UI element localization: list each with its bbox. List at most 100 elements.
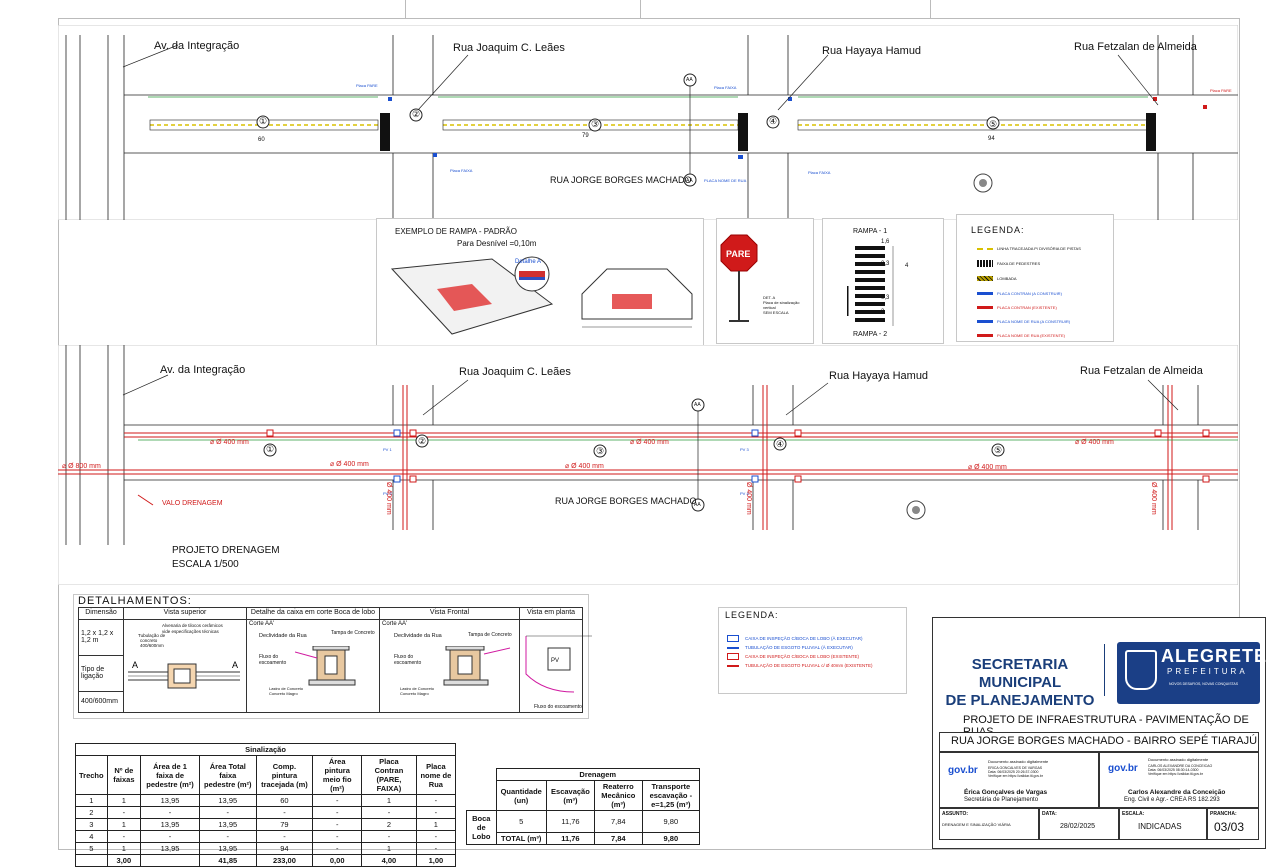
crosswalk-dim: 0,3 (881, 261, 890, 267)
legend-list: LINHA TRACEJADA P/ DIVISÓRIA DE PISTAS F… (977, 241, 1081, 342)
det-header: Vista Frontal (379, 607, 520, 620)
dim-value: 1,2 x 1,2 x 1,2 m (78, 619, 124, 656)
govbr-logo: gov.br (948, 765, 978, 776)
street-label: Rua Hayaya Hamud (829, 370, 929, 382)
detalhamentos-table: Dimensão Vista superior Detalhe da caixa… (78, 607, 592, 714)
rampa-subtitle: Para Desnível =0,10m (457, 239, 537, 248)
planta-drawing (525, 635, 592, 693)
vs-note: concreto (140, 638, 158, 643)
trecho-label: ① (266, 444, 275, 454)
legend-item: PLACA CONTRAN (EXISTENTE) (977, 300, 1081, 314)
section-marker: AA (694, 502, 701, 508)
pv-label: PV 3 (740, 447, 749, 452)
slogan: NOVOS DESAFIOS, NOVAS CONQUISTAS (1169, 682, 1239, 686)
data-cell: DATA: 28/02/2025 (1039, 808, 1119, 840)
drn-header: Transporte escavação - e=1,25 (m³) (641, 780, 701, 811)
legend-item: CAIXA DE INSPEÇÃO C/BOCA DE LOBO (À EXEC… (727, 634, 873, 643)
sinalizacao-title: Sinalização (75, 743, 456, 756)
sign-red-icon (977, 305, 993, 309)
declividade-label: Declividade da Rua (394, 633, 442, 639)
crosswalk-dim: 3 (881, 309, 885, 315)
table-row: 4------- (75, 830, 457, 843)
project-scale: ESCALA 1/500 (172, 559, 239, 570)
title-block: SECRETARIA MUNICIPAL DE PLANEJAMENTO ALE… (932, 617, 1266, 849)
signature-2: gov.br Documento assinado digitalmente C… (1099, 752, 1259, 808)
corte-drawing (295, 646, 356, 686)
det-header: Vista em planta (519, 607, 583, 620)
rampa-2-label: RAMPA - 2 (853, 331, 888, 338)
pare-sign-panel: PARE DET. A Placa de sinalização vertica… (716, 218, 814, 344)
sig-header: Nº de faixas (106, 755, 142, 795)
street-title: RUA JORGE BORGES MACHADO - BAIRRO SEPÉ T… (951, 735, 1258, 747)
drn-header: Reaterro Mecânico (m³) (593, 780, 643, 811)
pipe-label-vertical: Ø 400 mm (745, 482, 752, 515)
legend-signalization: LEGENDA: LINHA TRACEJADA P/ DIVISÓRIA DE… (956, 214, 1114, 342)
det-header: Dimensão (78, 607, 124, 620)
caixa-blue-icon (727, 635, 739, 642)
sig1-name: Érica Gonçalves de Vargas (964, 789, 1048, 796)
det-header: Detalhe da caixa em corte Boca de lobo (246, 607, 380, 620)
legend-item: CAIXA DE INSPEÇÃO C/BOCA DE LOBO (EXISTE… (727, 652, 873, 661)
legend-title: LEGENDA: (725, 610, 779, 620)
sig2-name: Carlos Alexandre da Conceição (1128, 789, 1226, 796)
tipo-value: 400/600mm (78, 690, 124, 714)
trecho-label: ② (412, 109, 421, 119)
rampa-1-label: RAMPA - 1 (853, 228, 888, 235)
sig1-block: ERICA GONCALVES DE VARGAS Data: 06/03/20… (988, 766, 1043, 778)
pipe-label: ⌀ Ø 800 mm (62, 463, 101, 470)
legend-item: LOMBADA (977, 271, 1081, 286)
street-sign-blue-icon (977, 319, 993, 323)
legend-drainage: LEGENDA: CAIXA DE INSPEÇÃO C/BOCA DE LOB… (718, 607, 907, 694)
pipe-red-icon (727, 664, 739, 667)
pipe-label: ⌀ Ø 400 mm (210, 439, 249, 446)
crosswalk-drawing (847, 246, 894, 326)
signature-1: gov.br Documento assinado digitalmente E… (939, 752, 1099, 808)
detalhamentos-panel: DETALHAMENTOS: Dimensão Vista superior D… (73, 594, 592, 719)
detalhamentos-title: DETALHAMENTOS: (78, 595, 192, 607)
pipe-label-vertical: Ø 400 mm (1150, 482, 1157, 515)
drenagem-table: Drenagem Quantidade (un) Escavação (m³) … (466, 768, 701, 845)
sign-label: Placa FAIXA (808, 170, 831, 175)
svg-text:A: A (132, 660, 138, 670)
plan-drainage (58, 345, 1238, 585)
doc-signed-label: Documento assinado digitalmente (1148, 757, 1209, 762)
trecho-label: ② (418, 436, 427, 446)
section-marker: AA (686, 77, 693, 83)
fluxo-label: Fluxo do escoamento (394, 654, 422, 666)
sig-header: Área de 1 faixa de pedestre (m²) (140, 755, 200, 795)
legend-item: LINHA TRACEJADA P/ DIVISÓRIA DE PISTAS (977, 241, 1081, 256)
pv-label: PV (551, 658, 560, 664)
prefeitura-label: PREFEITURA (1167, 667, 1248, 676)
sig-header: Área Total faixa pedestre (m²) (198, 755, 257, 795)
trecho-label: ④ (769, 116, 778, 126)
length-label: 94 (988, 136, 995, 142)
trecho-label: ④ (776, 439, 785, 449)
tampa-label: Tampa de Concreto (331, 630, 375, 636)
pipe-label-vertical: Ø 400 mm (385, 482, 392, 515)
rampa-panel: EXEMPLO DE RAMPA - PADRÃO Para Desnível … (376, 218, 704, 360)
pare-sign-icon (720, 234, 758, 322)
drn-header: Quantidade (un) (495, 780, 547, 811)
det-header: Vista superior (123, 607, 247, 620)
crosswalk-dim: 0,3 (881, 295, 890, 301)
fluxo-label: Fluxo do escoamento (259, 654, 287, 666)
sig-header: Placa nome de Rua (415, 755, 457, 795)
frontal-cell: Corte AA' Declividade da Rua Tampa de Co… (379, 619, 520, 713)
legend-item: TUBULAÇÃO DE ESGOTO PLUVIAL c/ Ø 40mm (E… (727, 661, 873, 670)
crosswalk-icon (977, 260, 993, 267)
street-label: Rua Fetzalan de Almeida (1074, 41, 1197, 53)
sheet-divider-top (405, 0, 406, 18)
sign-label: Placa PARE (1210, 88, 1232, 93)
legend-item: PLACA CONTRAN (A CONSTRUIR) (977, 286, 1081, 300)
street-label: Rua Fetzalan de Almeida (1080, 365, 1203, 377)
doc-signed-label: Documento assinado digitalmente (988, 759, 1049, 764)
sig1-role: Secretária de Planejamento (964, 797, 1039, 803)
street-label: RUA JORGE BORGES MACHADO (550, 175, 692, 185)
detail-a-label: Detalhe A (515, 259, 542, 265)
table-row: 2------- (75, 806, 457, 819)
length-label: 79 (582, 133, 589, 139)
sig-header: Área pintura meio fio (m²) (312, 755, 363, 795)
